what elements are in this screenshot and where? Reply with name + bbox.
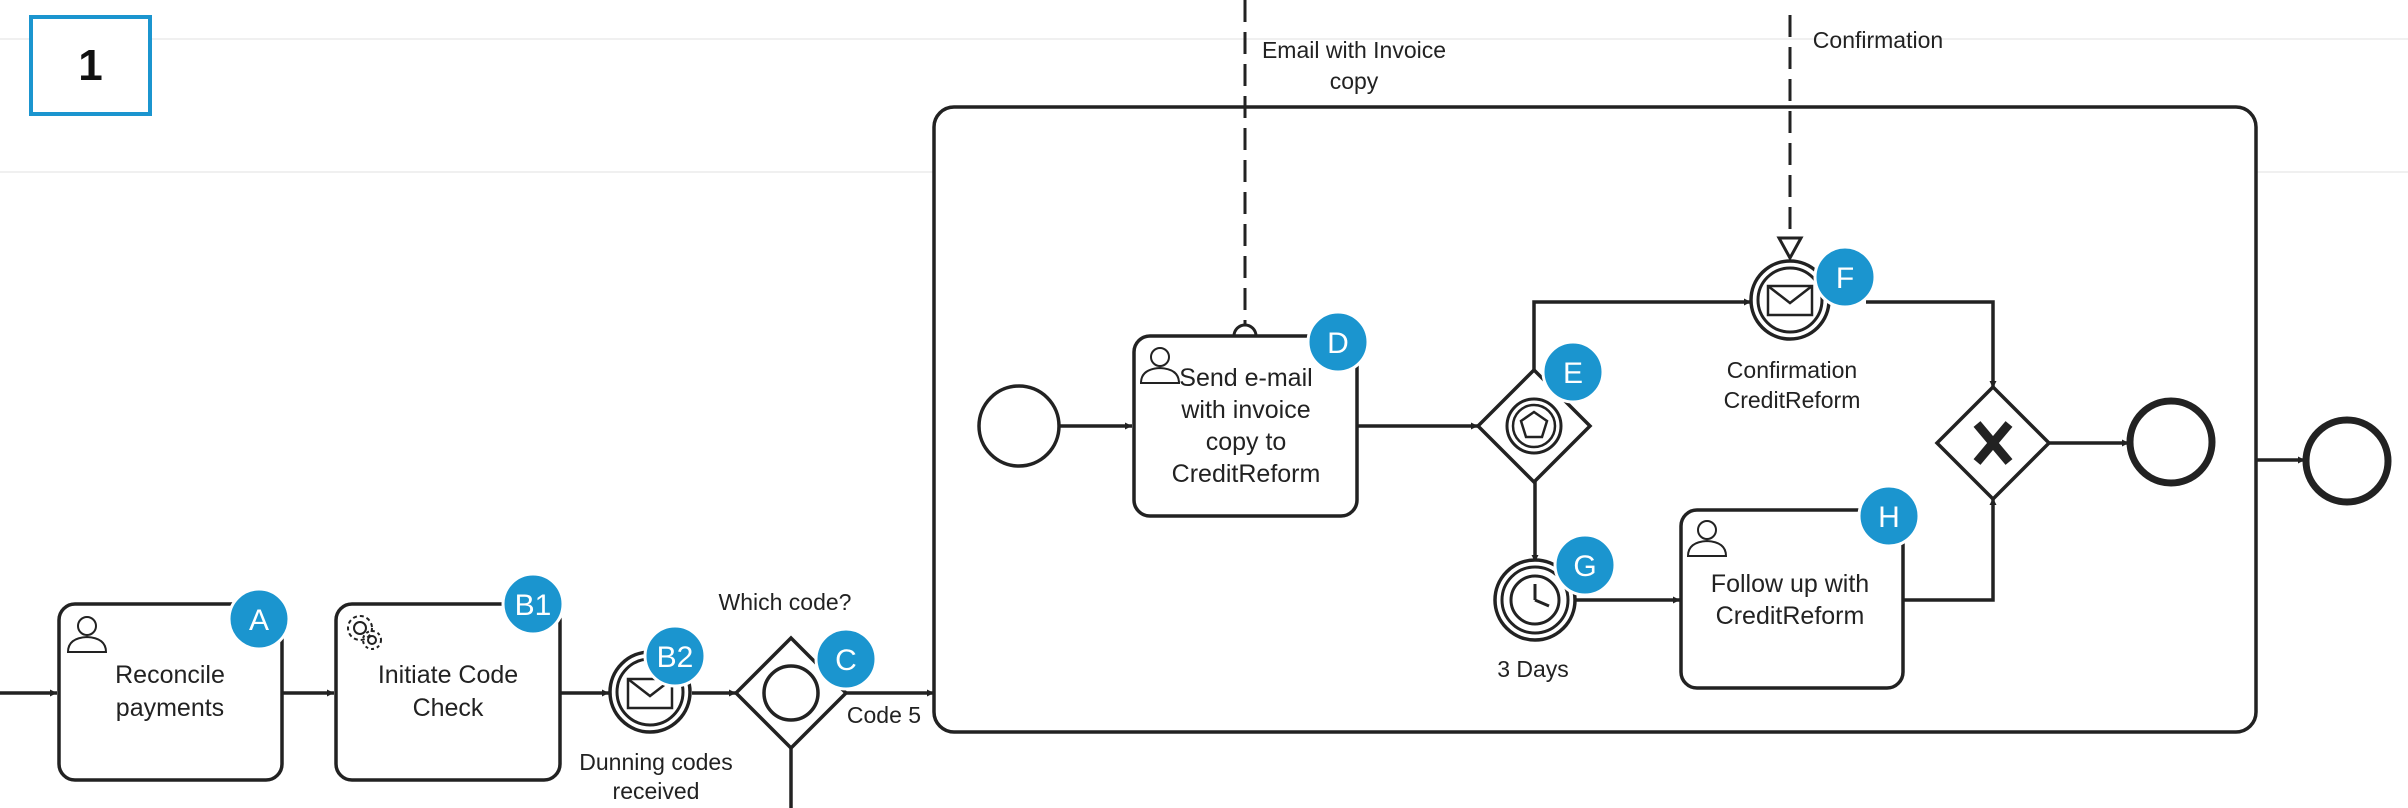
svg-text:A: A xyxy=(249,604,269,637)
message-label-confirmation: Confirmation xyxy=(1813,27,1943,53)
badge-b2: B2 xyxy=(643,624,707,688)
task-initiate-code-check[interactable]: Initiate Code Check xyxy=(334,602,562,782)
exclusive-gateway[interactable] xyxy=(1934,384,2052,502)
badge-g: G xyxy=(1553,533,1617,597)
task-label: payments xyxy=(116,694,224,722)
flow-label-code5: Code 5 xyxy=(847,702,921,728)
task-label: CreditReform xyxy=(1172,460,1321,488)
svg-text:G: G xyxy=(1573,550,1596,583)
task-label: Initiate Code xyxy=(378,661,518,689)
badge-a: A xyxy=(227,587,291,651)
step-number-box: 1 xyxy=(29,15,152,116)
end-event[interactable] xyxy=(2302,416,2392,506)
task-label: Follow up with xyxy=(1711,570,1869,598)
svg-text:E: E xyxy=(1563,357,1583,390)
svg-text:F: F xyxy=(1836,262,1854,295)
clock-icon xyxy=(1509,574,1561,626)
user-icon xyxy=(1139,347,1181,384)
task-follow-up[interactable]: Follow up with CreditReform xyxy=(1679,508,1905,690)
svg-text:C: C xyxy=(835,644,857,677)
step-number: 1 xyxy=(78,40,103,90)
task-label: Send e-mail xyxy=(1179,364,1312,392)
svg-text:B1: B1 xyxy=(515,589,552,622)
task-label: copy to xyxy=(1206,428,1287,456)
message-label-email: copy xyxy=(1330,68,1379,94)
end-event-subprocess[interactable] xyxy=(2126,397,2216,487)
event-label: Confirmation xyxy=(1727,357,1857,383)
sequence-flows xyxy=(0,298,2305,808)
subprocess-container xyxy=(932,105,2258,734)
x-icon xyxy=(1973,421,2013,465)
envelope-icon xyxy=(1766,284,1814,317)
event-confirmation-creditreform[interactable]: Confirmation CreditReform xyxy=(1724,259,1861,413)
top-divider xyxy=(0,38,2408,40)
message-label-email: Email with Invoice xyxy=(1262,37,1446,63)
badge-c: C xyxy=(814,627,878,691)
badge-h: H xyxy=(1857,484,1921,548)
svg-text:H: H xyxy=(1878,501,1900,534)
gateway-label: Which code? xyxy=(719,589,852,615)
task-label: Check xyxy=(413,694,484,722)
user-icon xyxy=(1686,520,1728,557)
user-icon xyxy=(66,616,108,653)
pentagon-icon xyxy=(1519,410,1549,439)
badge-d: D xyxy=(1306,310,1370,374)
task-label: with invoice xyxy=(1180,396,1310,424)
task-label: Reconcile xyxy=(115,661,225,689)
svg-text:B2: B2 xyxy=(657,641,694,674)
event-label: received xyxy=(613,778,700,804)
task-label: CreditReform xyxy=(1716,602,1865,630)
start-event[interactable] xyxy=(977,384,1061,468)
task-send-email[interactable]: Send e-mail with invoice copy to CreditR… xyxy=(1132,334,1359,518)
badge-e: E xyxy=(1541,340,1605,404)
task-reconcile-payments[interactable]: Reconcile payments xyxy=(57,602,284,782)
svg-text:D: D xyxy=(1327,327,1349,360)
timer-event-3-days[interactable]: 3 Days xyxy=(1493,558,1577,682)
gear-icon xyxy=(347,615,382,650)
badge-b1: B1 xyxy=(501,572,565,636)
event-label: Dunning codes xyxy=(579,749,732,775)
event-label: 3 Days xyxy=(1497,656,1569,682)
badge-f: F xyxy=(1813,245,1877,309)
event-label: CreditReform xyxy=(1724,387,1861,413)
